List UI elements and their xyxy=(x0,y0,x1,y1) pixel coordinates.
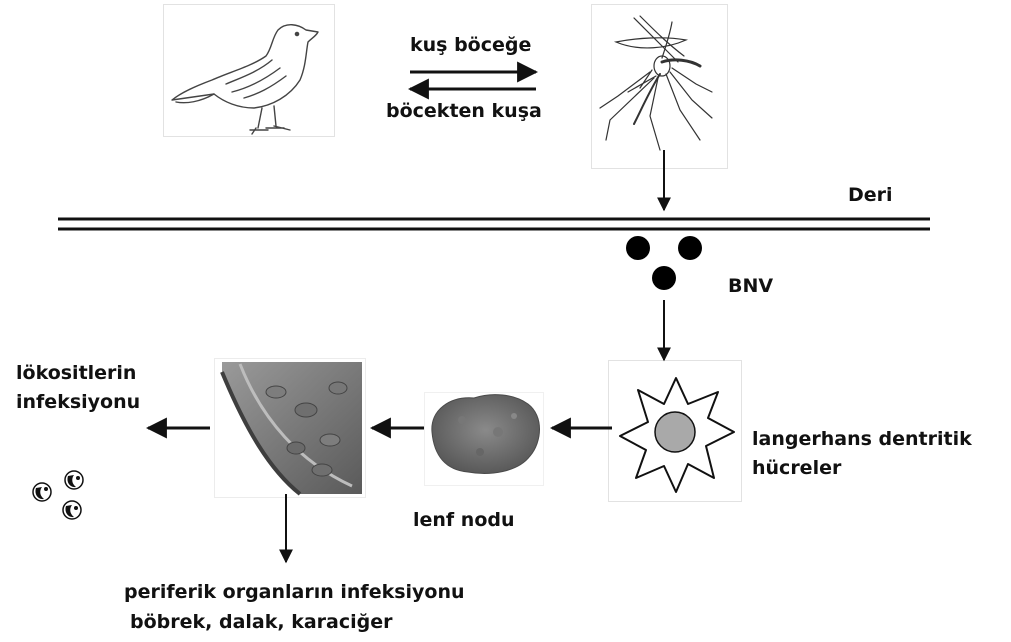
langerhans-label-line1: langerhans dentritik xyxy=(752,427,972,452)
langerhans-label-line2: hücreler xyxy=(752,456,841,481)
insect-to-bird-label: böcekten kuşa xyxy=(386,99,542,124)
skin-label: Deri xyxy=(848,183,893,208)
lymph-node-label: lenf nodu xyxy=(413,508,515,533)
virus-particle xyxy=(626,236,650,260)
leukocyte-label-line1: lökositlerin xyxy=(16,361,136,386)
virus-particle xyxy=(678,236,702,260)
virus-particle xyxy=(652,266,676,290)
cell-nucleus xyxy=(655,412,695,452)
virus-particles xyxy=(626,236,702,290)
virus-label: BNV xyxy=(728,274,773,299)
leukocyte-cell xyxy=(33,483,51,501)
peripheral-label-line1: periferik organların infeksiyonu xyxy=(124,580,465,605)
skin-line xyxy=(58,219,930,229)
leukocyte-cell xyxy=(63,501,81,519)
leukocyte-label-line2: infeksiyonu xyxy=(16,390,140,415)
bird-illustration xyxy=(172,25,318,134)
blood-vessel-illustration xyxy=(222,362,362,494)
dendritic-cell-illustration xyxy=(620,378,734,492)
lymph-node-illustration xyxy=(432,395,540,474)
mosquito-illustration xyxy=(600,16,712,150)
peripheral-label-line2: böbrek, dalak, karaciğer xyxy=(130,610,392,635)
leukocyte-cell xyxy=(65,471,83,489)
bird-to-insect-label: kuş böceğe xyxy=(410,33,531,58)
leukocyte-cells xyxy=(33,471,83,519)
